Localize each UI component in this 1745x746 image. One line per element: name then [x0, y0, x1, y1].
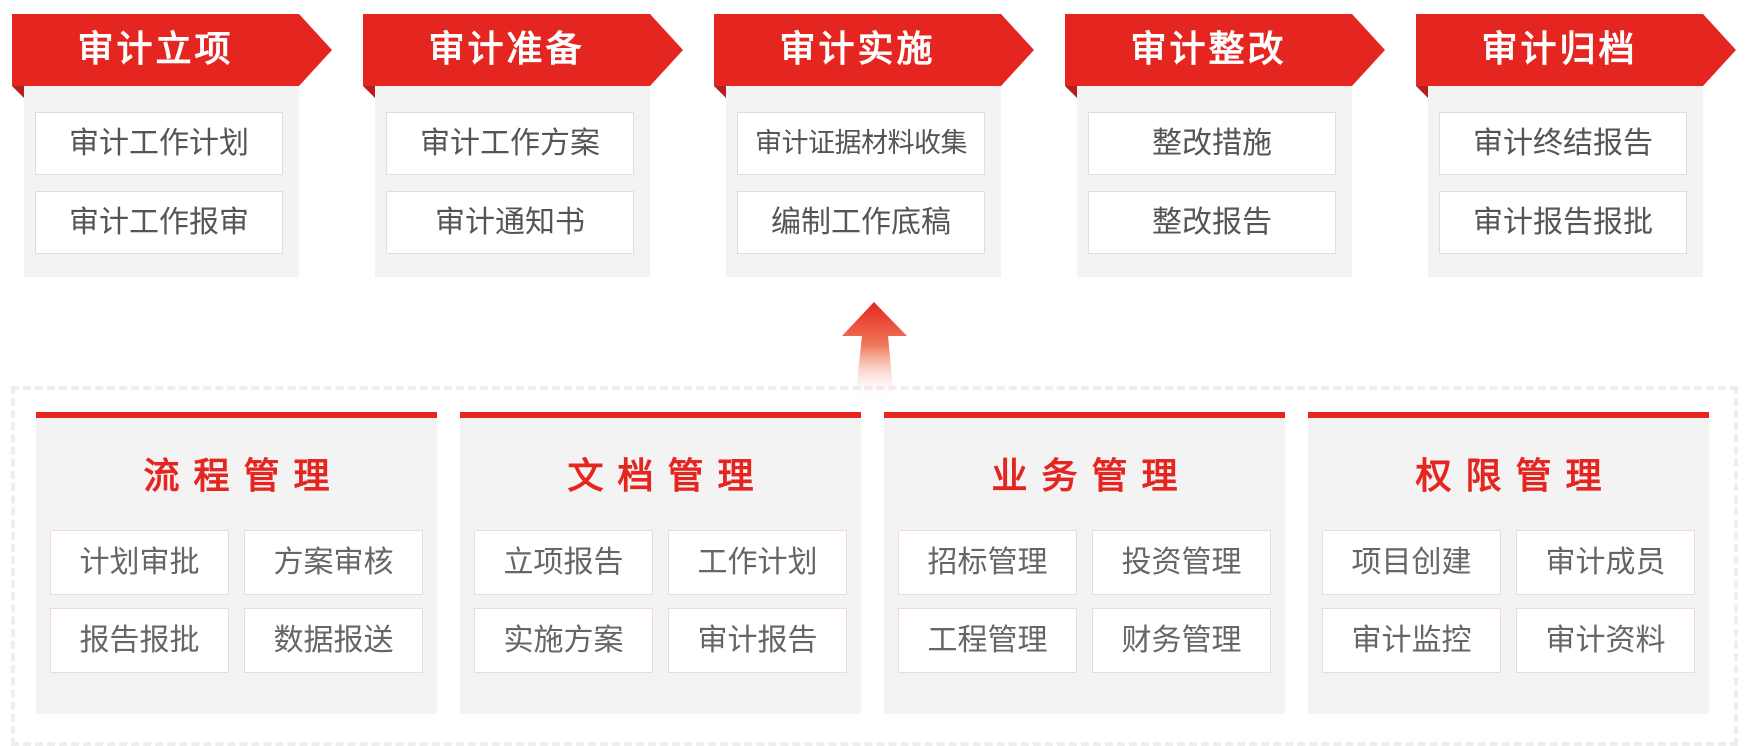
stage-banner: 审计立项	[12, 14, 332, 86]
stage-item[interactable]: 审计工作报审	[35, 191, 283, 254]
stage-panel: 整改措施 整改报告	[1077, 86, 1352, 277]
stage-item[interactable]: 审计通知书	[386, 191, 634, 254]
module-title: 流程管理	[143, 456, 344, 497]
stage-banner: 审计整改	[1065, 14, 1385, 86]
module-item[interactable]: 财务管理	[1092, 608, 1271, 673]
module-item[interactable]: 工作计划	[668, 530, 847, 595]
banner-arrow-shape	[714, 14, 1034, 86]
module-item[interactable]: 审计成员	[1516, 530, 1695, 595]
stage-item[interactable]: 审计报告报批	[1439, 191, 1687, 254]
stage-title: 审计立项	[77, 29, 234, 70]
module-accent-line	[884, 412, 1285, 418]
module-item[interactable]: 审计资料	[1516, 608, 1695, 673]
stage-title: 审计准备	[428, 29, 585, 70]
module-accent-line	[36, 412, 437, 418]
stage-title: 审计整改	[1130, 29, 1287, 70]
stage-audit-initiation: 审计立项 审计工作计划 审计工作报审	[12, 14, 332, 278]
module-item[interactable]: 投资管理	[1092, 530, 1271, 595]
module-business-management: 业务管理 招标管理 投资管理 工程管理 财务管理	[884, 412, 1285, 714]
stage-audit-archiving: 审计归档 审计终结报告 审计报告报批	[1416, 14, 1736, 278]
stage-item[interactable]: 审计工作计划	[35, 112, 283, 175]
banner-fold	[1065, 86, 1077, 98]
stage-banner: 审计实施	[714, 14, 1034, 86]
module-item[interactable]: 报告报批	[50, 608, 229, 673]
stage-title: 审计归档	[1481, 29, 1638, 70]
banner-fold	[363, 86, 375, 98]
stage-item[interactable]: 编制工作底稿	[737, 191, 985, 254]
stage-audit-preparation: 审计准备 审计工作方案 审计通知书	[363, 14, 683, 278]
banner-fold	[12, 86, 24, 98]
module-title: 业务管理	[991, 456, 1192, 497]
stage-item[interactable]: 整改措施	[1088, 112, 1336, 175]
module-title: 文档管理	[567, 456, 768, 497]
stage-panel: 审计工作计划 审计工作报审	[24, 86, 299, 277]
stage-audit-rectification: 审计整改 整改措施 整改报告	[1065, 14, 1385, 278]
stage-panel: 审计工作方案 审计通知书	[375, 86, 650, 277]
banner-fold	[1416, 86, 1428, 98]
banner-arrow-shape	[1416, 14, 1736, 86]
module-item[interactable]: 审计监控	[1322, 608, 1501, 673]
stage-audit-implementation: 审计实施 审计证据材料收集 编制工作底稿	[714, 14, 1034, 278]
stage-panel: 审计证据材料收集 编制工作底稿	[726, 86, 1001, 277]
module-item[interactable]: 方案审核	[244, 530, 423, 595]
module-permission-management: 权限管理 项目创建 审计成员 审计监控 审计资料	[1308, 412, 1709, 714]
module-item[interactable]: 立项报告	[474, 530, 653, 595]
module-item[interactable]: 招标管理	[898, 530, 1077, 595]
module-title: 权限管理	[1415, 456, 1616, 497]
banner-fold	[714, 86, 726, 98]
module-item[interactable]: 审计报告	[668, 608, 847, 673]
module-accent-line	[460, 412, 861, 418]
banner-arrow-shape	[12, 14, 332, 86]
stage-item[interactable]: 审计证据材料收集	[737, 112, 985, 175]
stage-banner: 审计准备	[363, 14, 683, 86]
banner-arrow-shape	[1065, 14, 1385, 86]
module-item[interactable]: 实施方案	[474, 608, 653, 673]
banner-arrow-shape	[363, 14, 683, 86]
module-item[interactable]: 数据报送	[244, 608, 423, 673]
stage-item[interactable]: 审计工作方案	[386, 112, 634, 175]
module-item[interactable]: 计划审批	[50, 530, 229, 595]
module-document-management: 文档管理 立项报告 工作计划 实施方案 审计报告	[460, 412, 861, 714]
module-item[interactable]: 工程管理	[898, 608, 1077, 673]
module-accent-line	[1308, 412, 1709, 418]
stage-item[interactable]: 审计终结报告	[1439, 112, 1687, 175]
stage-title: 审计实施	[779, 29, 936, 70]
up-arrow-icon	[838, 300, 912, 404]
module-process-management: 流程管理 计划审批 方案审核 报告报批 数据报送	[36, 412, 437, 714]
stage-banner: 审计归档	[1416, 14, 1736, 86]
stage-panel: 审计终结报告 审计报告报批	[1428, 86, 1703, 277]
stage-item[interactable]: 整改报告	[1088, 191, 1336, 254]
module-item[interactable]: 项目创建	[1322, 530, 1501, 595]
